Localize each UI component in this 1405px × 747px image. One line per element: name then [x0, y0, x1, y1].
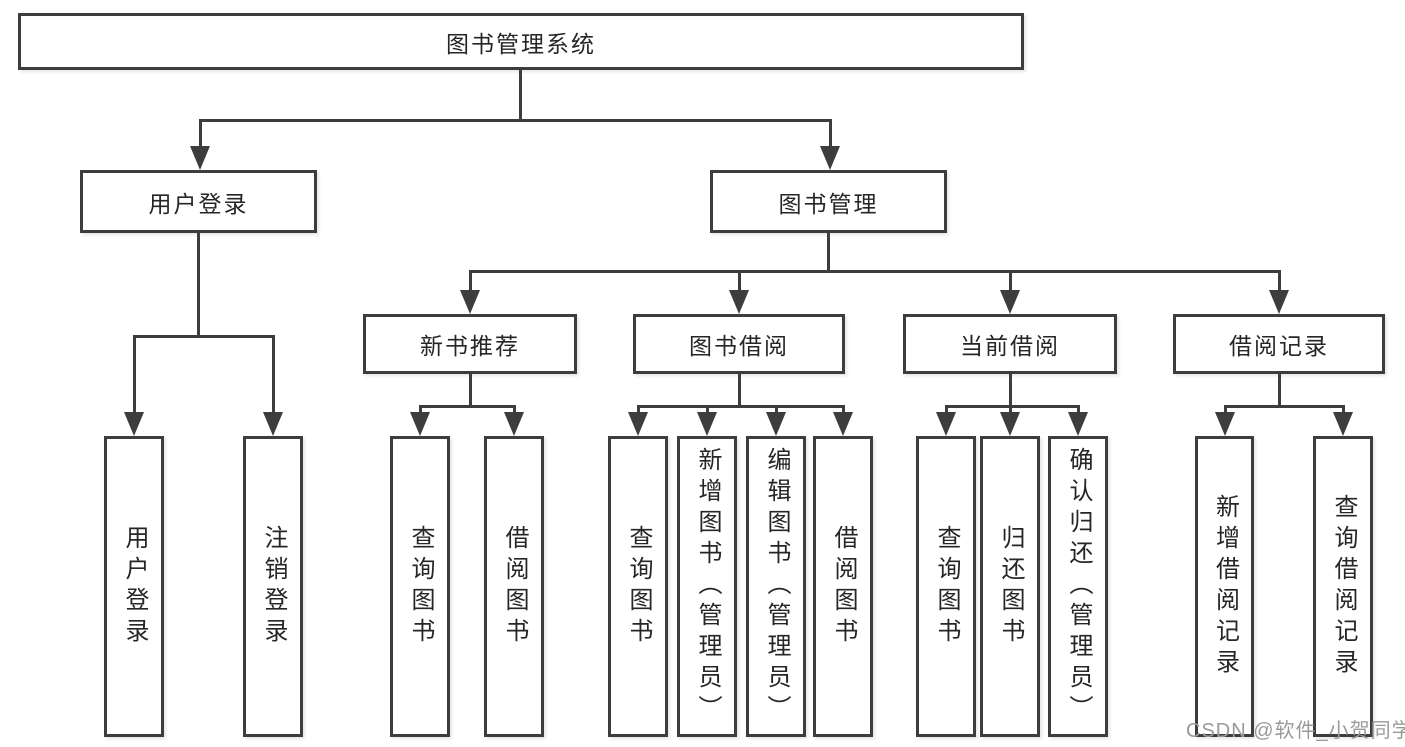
- node-bb-borrow-books: 借阅图书: [813, 436, 873, 737]
- connector-line: [418, 405, 422, 415]
- node-cb-query-books: 查询图书: [916, 436, 976, 737]
- node-new-book-rec: 新书推荐: [363, 314, 577, 374]
- connector-line: [636, 405, 640, 415]
- arrow-down-icon: [1269, 290, 1289, 314]
- connector-line: [468, 374, 472, 407]
- connector-line: [518, 70, 522, 121]
- node-borrow-records: 借阅记录: [1173, 314, 1385, 374]
- arrow-down-icon: [504, 412, 524, 436]
- connector-line: [1008, 405, 1012, 415]
- node-br-add-record: 新增借阅记录: [1195, 436, 1254, 737]
- arrow-down-icon: [1215, 412, 1235, 436]
- connector-line: [468, 270, 472, 294]
- connector-line: [705, 405, 709, 415]
- arrow-down-icon: [628, 412, 648, 436]
- node-user-login-leaf: 用户登录: [104, 436, 164, 737]
- connector-line: [418, 405, 516, 408]
- arrow-down-icon: [729, 290, 749, 314]
- node-bb-edit-books: 编辑图书（管理员）: [746, 436, 806, 737]
- connector-line: [1008, 270, 1012, 294]
- node-bb-add-books: 新增图书（管理员）: [677, 436, 737, 737]
- arrow-down-icon: [1068, 412, 1088, 436]
- connector-line: [737, 374, 741, 407]
- node-book-mgmt: 图书管理: [710, 170, 947, 233]
- connector-line: [774, 405, 778, 415]
- connector-line: [198, 119, 202, 148]
- arrow-down-icon: [124, 412, 144, 436]
- connector-line: [1223, 405, 1345, 408]
- connector-line: [1277, 270, 1281, 294]
- connector-line: [512, 405, 516, 415]
- arrow-down-icon: [410, 412, 430, 436]
- connector-line: [737, 270, 741, 294]
- arrow-down-icon: [460, 290, 480, 314]
- connector-line: [198, 119, 832, 122]
- connector-line: [271, 335, 275, 414]
- node-nbr-query-books: 查询图书: [390, 436, 450, 737]
- connector-line: [636, 405, 845, 408]
- watermark: CSDN @软件_小贺同学: [1186, 720, 1405, 742]
- arrow-down-icon: [190, 146, 210, 170]
- arrow-down-icon: [1000, 290, 1020, 314]
- connector-line: [132, 335, 275, 338]
- node-cb-confirm-return: 确认归还（管理员）: [1048, 436, 1108, 737]
- arrow-down-icon: [833, 412, 853, 436]
- node-br-query-record: 查询借阅记录: [1313, 436, 1373, 737]
- connector-line: [132, 335, 136, 414]
- connector-line: [944, 405, 1080, 408]
- connector-line: [468, 270, 1281, 273]
- arrow-down-icon: [1333, 412, 1353, 436]
- arrow-down-icon: [263, 412, 283, 436]
- node-root: 图书管理系统: [18, 13, 1024, 70]
- connector-line: [1008, 374, 1012, 407]
- connector-line: [944, 405, 948, 415]
- connector-line: [841, 405, 845, 415]
- node-logout-leaf: 注销登录: [243, 436, 303, 737]
- connector-line: [1277, 374, 1281, 407]
- node-current-borrow: 当前借阅: [903, 314, 1117, 374]
- node-bb-query-books: 查询图书: [608, 436, 668, 737]
- arrow-down-icon: [1000, 412, 1020, 436]
- arrow-down-icon: [936, 412, 956, 436]
- connector-line: [1076, 405, 1080, 415]
- connector-line: [828, 119, 832, 148]
- node-book-borrow: 图书借阅: [633, 314, 845, 374]
- connector-line: [1341, 405, 1345, 415]
- node-cb-return-books: 归还图书: [980, 436, 1040, 737]
- node-nbr-borrow-books: 借阅图书: [484, 436, 544, 737]
- arrow-down-icon: [820, 146, 840, 170]
- connector-line: [826, 233, 830, 272]
- connector-line: [196, 233, 200, 338]
- arrow-down-icon: [766, 412, 786, 436]
- connector-line: [1223, 405, 1227, 415]
- arrow-down-icon: [697, 412, 717, 436]
- node-user-login: 用户登录: [80, 170, 317, 233]
